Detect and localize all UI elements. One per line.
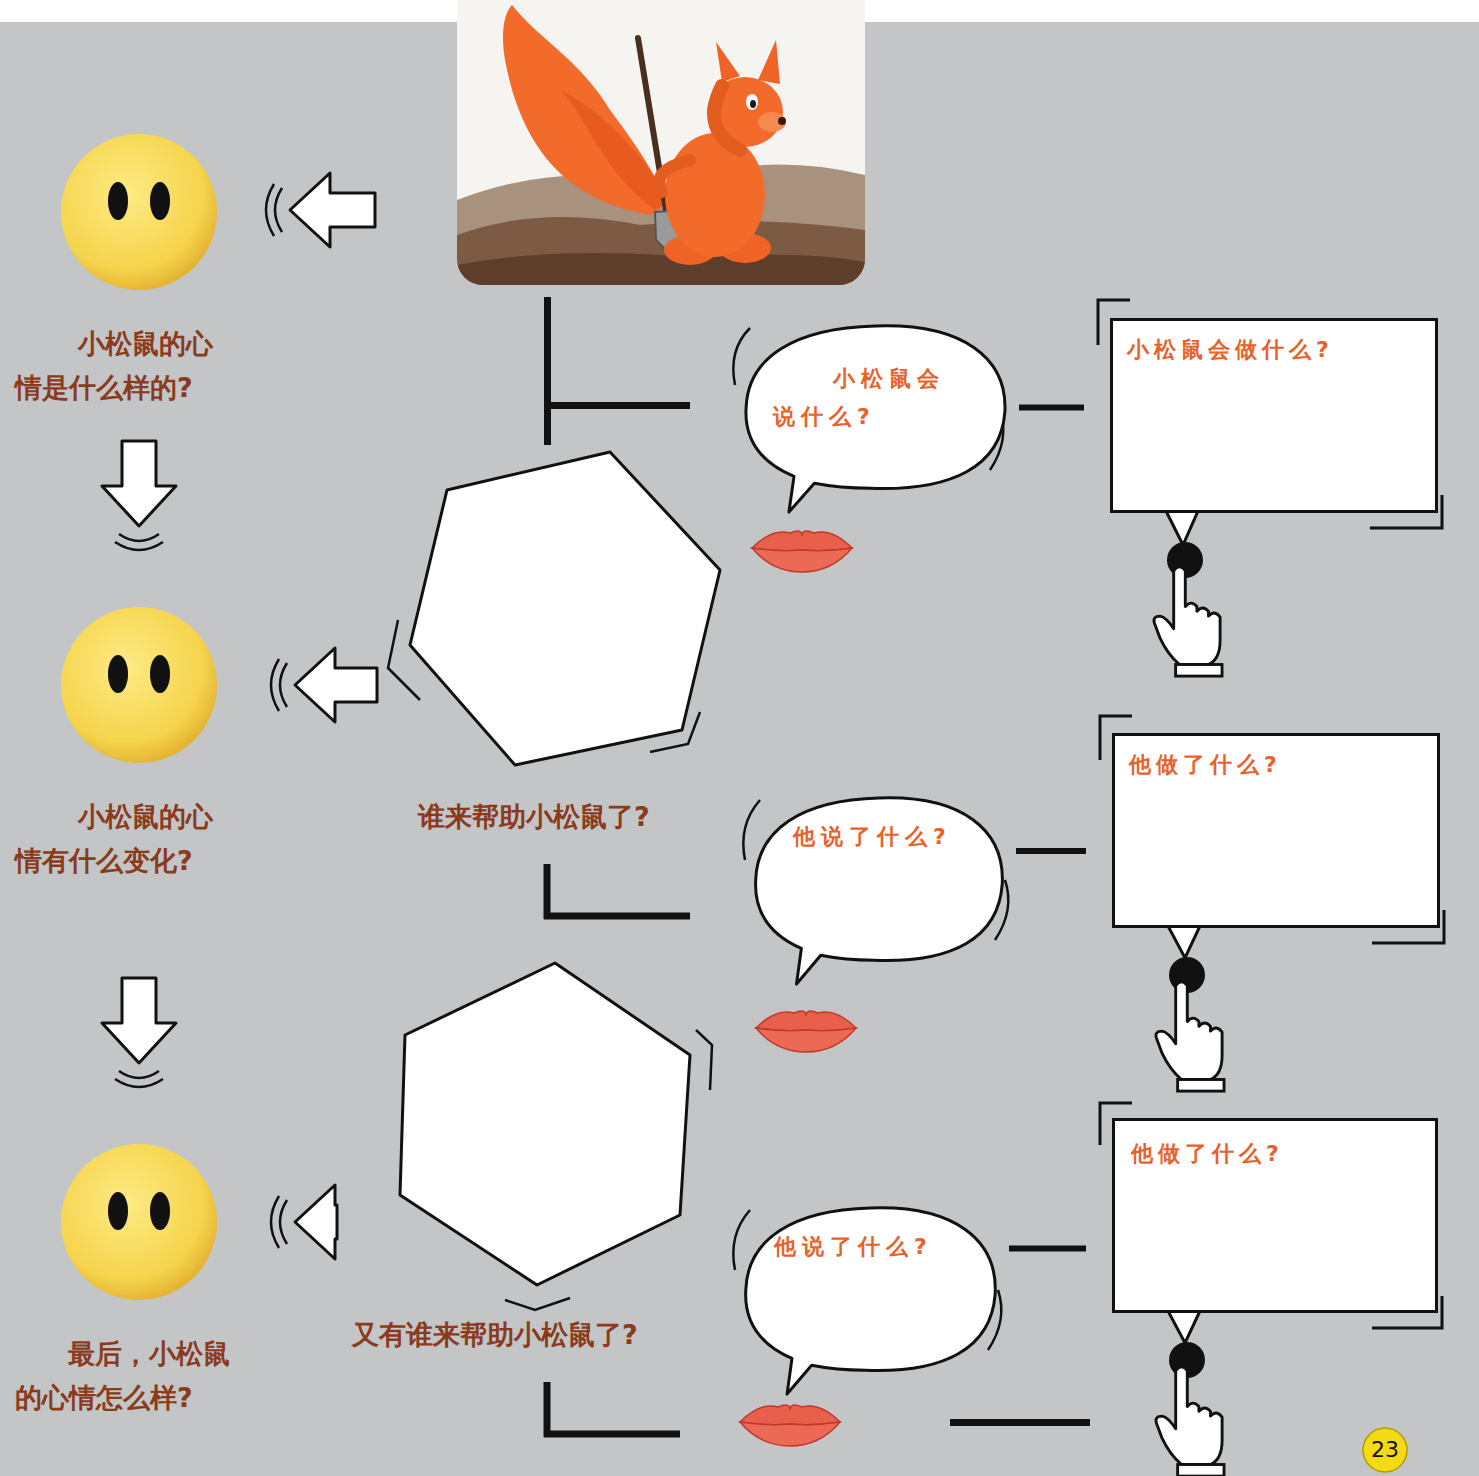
motion-arc xyxy=(280,663,287,707)
speech-bubble: 他说了什么? xyxy=(738,1200,1003,1398)
face-eye xyxy=(108,655,128,693)
action-box: 他做了什么? xyxy=(1112,1118,1438,1313)
hexagon-outline xyxy=(345,955,720,1355)
down-arrow xyxy=(102,441,176,526)
motion-arc xyxy=(119,1071,159,1078)
squirrel-picture xyxy=(457,0,865,285)
helper-question: 谁来帮助小松鼠了? xyxy=(418,795,650,839)
left-arrow xyxy=(295,1185,337,1259)
action-prompt: 小松鼠会做什么? xyxy=(1127,331,1334,369)
face-disc xyxy=(61,134,217,290)
left-arrow xyxy=(295,648,377,722)
face-disc xyxy=(61,607,217,763)
connector xyxy=(271,1185,337,1259)
bubble-outline xyxy=(748,790,1010,988)
mood-face: 小松鼠的心情有什么变化? xyxy=(15,606,260,893)
pointing-hands xyxy=(1154,567,1224,1476)
bracket-line xyxy=(544,864,690,919)
bubble-outline xyxy=(756,798,1003,984)
bracket-line xyxy=(544,1382,680,1437)
bracket-lines xyxy=(544,297,1090,1426)
connector xyxy=(544,1382,680,1437)
face-eye xyxy=(108,182,128,220)
hexagon-outline xyxy=(400,963,690,1285)
face-eye xyxy=(108,1192,128,1230)
link-line xyxy=(1016,848,1086,854)
picture-arrow xyxy=(266,173,375,247)
connector xyxy=(1016,851,1086,852)
connector xyxy=(1019,407,1084,408)
connector xyxy=(271,648,377,722)
link-line xyxy=(1019,405,1084,411)
bubble-outline xyxy=(746,326,1005,512)
hexagon-outline xyxy=(390,445,735,840)
mood-question: 小松鼠的心情是什么样的? xyxy=(15,322,235,410)
speech-prompt: 小松鼠会说什么? xyxy=(773,360,963,436)
motion-arc xyxy=(271,1196,279,1248)
helper-hexagon: 谁来帮助小松鼠了? xyxy=(390,445,735,849)
page-number-badge xyxy=(1363,1428,1407,1472)
box-decorations xyxy=(1098,300,1444,1378)
mood-face: 小松鼠的心情是什么样的? xyxy=(15,133,260,420)
mood-face: 最后，小松鼠的心情怎么样? xyxy=(15,1143,260,1430)
motion-arc xyxy=(280,1200,287,1244)
face-eye xyxy=(150,1192,170,1230)
connector xyxy=(102,441,176,550)
helper-hexagon: 又有谁来帮助小松鼠了? xyxy=(345,955,720,1367)
face-disc xyxy=(61,1144,217,1300)
smiley-face xyxy=(60,606,218,764)
connector xyxy=(102,978,176,1087)
helper-question: 又有谁来帮助小松鼠了? xyxy=(352,1313,638,1357)
link-line xyxy=(1009,1246,1086,1252)
action-box: 他做了什么? xyxy=(1112,733,1440,928)
bubble-outline xyxy=(746,1208,996,1394)
action-prompt: 他做了什么? xyxy=(1131,1135,1284,1173)
action-prompt: 他做了什么? xyxy=(1129,746,1282,784)
connector xyxy=(1009,1248,1086,1249)
mood-question: 小松鼠的心情有什么变化? xyxy=(15,795,235,883)
connector xyxy=(544,864,690,919)
speech-prompt: 他说了什么? xyxy=(774,1228,974,1266)
smiley-face xyxy=(60,133,218,291)
mood-question: 最后，小松鼠的心情怎么样? xyxy=(15,1332,245,1420)
motion-arc xyxy=(115,1079,163,1087)
face-eye xyxy=(150,182,170,220)
smiley-face xyxy=(60,1143,218,1301)
action-box: 小松鼠会做什么? xyxy=(1110,318,1438,513)
speech-prompt: 他说了什么? xyxy=(793,818,993,856)
motion-arc xyxy=(271,659,279,711)
speech-bubble: 他说了什么? xyxy=(748,790,1010,988)
page-number: 23 xyxy=(1363,1436,1407,1464)
speech-bubble: 小松鼠会说什么? xyxy=(738,318,1013,516)
face-eye xyxy=(150,655,170,693)
hexagon-outline xyxy=(410,452,720,765)
bubble-outline xyxy=(738,1200,1003,1398)
motion-arc xyxy=(119,534,159,541)
motion-arc xyxy=(115,542,163,550)
down-arrow xyxy=(102,978,176,1063)
label-holder: 23 xyxy=(1363,1436,1407,1464)
